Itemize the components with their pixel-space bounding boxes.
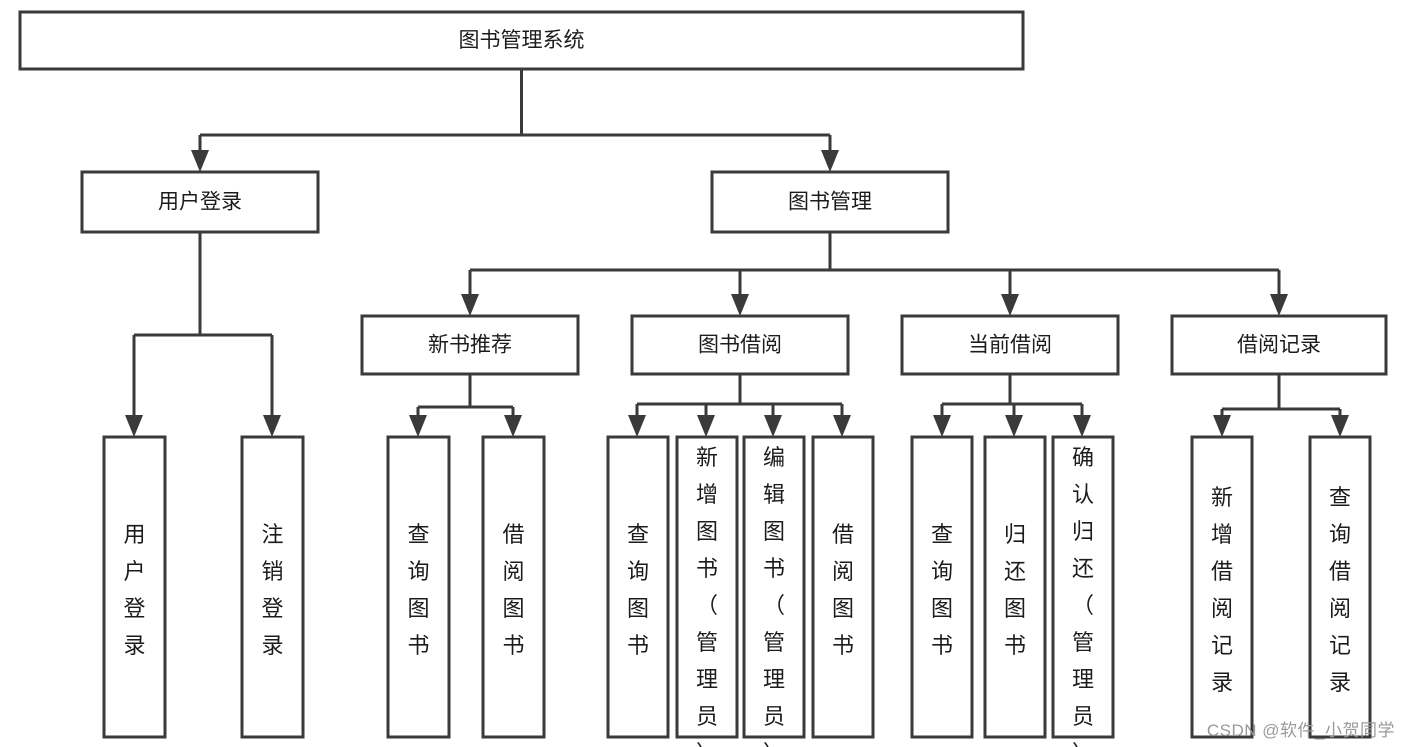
arrow-head-icon <box>1331 415 1349 437</box>
arrow-head-icon <box>504 415 522 437</box>
arrow-head-icon <box>263 415 281 437</box>
node-box <box>1308 435 1372 739</box>
node-label: 新增图书（管理员） <box>696 445 718 747</box>
node-box <box>18 10 1025 71</box>
node-box <box>983 435 1047 739</box>
node-leaf-user-login[interactable]: 用户登录 <box>102 435 167 739</box>
node-leaf-logout[interactable]: 注销登录 <box>240 435 305 739</box>
arrow-head-icon <box>1005 415 1023 437</box>
node-label: 用户登录 <box>158 191 242 214</box>
node-box <box>1051 435 1115 739</box>
node-user-login[interactable]: 用户登录 <box>80 170 320 234</box>
node-leaf-add-borrow-record[interactable]: 新增借阅记录 <box>1190 435 1254 739</box>
arrow-head-icon <box>125 415 143 437</box>
node-box <box>710 170 950 234</box>
node-label: 查询图书 <box>627 522 649 658</box>
node-label: 确认归还（管理员） <box>1072 445 1094 747</box>
node-label: 用户登录 <box>123 522 145 658</box>
node-leaf-borrow-book[interactable]: 借阅图书 <box>811 435 875 739</box>
node-new-book-recommend[interactable]: 新书推荐 <box>360 314 580 376</box>
arrow-head-icon <box>1213 415 1231 437</box>
arrow-head-icon <box>191 150 209 172</box>
node-leaf-confirm-return[interactable]: 确认归还（管理员） <box>1051 435 1115 747</box>
arrow-head-icon <box>628 415 646 437</box>
node-leaf-add-book[interactable]: 新增图书（管理员） <box>675 435 739 747</box>
node-leaf-return-book[interactable]: 归还图书 <box>983 435 1047 739</box>
node-box <box>606 435 670 739</box>
node-box <box>360 314 580 376</box>
node-box <box>481 435 546 739</box>
node-label: 注销登录 <box>261 522 283 658</box>
node-label: 新书推荐 <box>428 334 512 357</box>
node-borrow-record[interactable]: 借阅记录 <box>1170 314 1388 376</box>
node-box <box>900 314 1120 376</box>
node-label: 查询借阅记录 <box>1329 485 1351 695</box>
node-box <box>675 435 739 739</box>
node-label: 查询图书 <box>931 522 953 658</box>
arrow-head-icon <box>821 150 839 172</box>
node-label: 借阅记录 <box>1237 334 1321 357</box>
node-leaf-edit-book[interactable]: 编辑图书（管理员） <box>742 435 806 747</box>
arrow-head-icon <box>833 415 851 437</box>
node-book-borrow[interactable]: 图书借阅 <box>630 314 850 376</box>
node-box <box>386 435 451 739</box>
node-leaf-query-book-recommend[interactable]: 查询图书 <box>386 435 451 739</box>
arrow-head-icon <box>1001 294 1019 316</box>
node-label: 新增借阅记录 <box>1211 485 1233 695</box>
node-leaf-borrow-book-recommend[interactable]: 借阅图书 <box>481 435 546 739</box>
watermark-label: CSDN @软件_小贺同学 <box>1206 721 1395 740</box>
nodes-layer: 图书管理系统用户登录图书管理新书推荐图书借阅当前借阅借阅记录用户登录注销登录查询… <box>18 10 1388 747</box>
connectors-layer <box>125 69 1349 437</box>
node-label: 图书管理 <box>788 191 872 214</box>
node-box <box>80 170 320 234</box>
node-box <box>102 435 167 739</box>
node-leaf-query-borrow-record[interactable]: 查询借阅记录 <box>1308 435 1372 739</box>
node-label: 借阅图书 <box>832 522 854 658</box>
node-box <box>811 435 875 739</box>
node-label: 借阅图书 <box>502 522 524 658</box>
node-label: 归还图书 <box>1004 522 1026 658</box>
node-box <box>910 435 974 739</box>
node-box <box>1170 314 1388 376</box>
node-box <box>630 314 850 376</box>
node-box <box>240 435 305 739</box>
arrow-head-icon <box>933 415 951 437</box>
arrow-head-icon <box>764 415 782 437</box>
arrow-head-icon <box>731 294 749 316</box>
arrow-head-icon <box>409 415 427 437</box>
node-label: 当前借阅 <box>968 334 1052 357</box>
node-root[interactable]: 图书管理系统 <box>18 10 1025 71</box>
node-label: 图书借阅 <box>698 334 782 357</box>
arrow-head-icon <box>1073 415 1091 437</box>
node-label: 图书管理系统 <box>459 29 585 52</box>
node-current-borrow[interactable]: 当前借阅 <box>900 314 1120 376</box>
node-leaf-query-book-current[interactable]: 查询图书 <box>910 435 974 739</box>
node-label: 查询图书 <box>407 522 429 658</box>
arrow-head-icon <box>461 294 479 316</box>
node-box <box>1190 435 1254 739</box>
node-box <box>742 435 806 739</box>
arrow-head-icon <box>697 415 715 437</box>
node-label: 编辑图书（管理员） <box>763 445 785 747</box>
node-book-manage[interactable]: 图书管理 <box>710 170 950 234</box>
node-leaf-query-book-borrow[interactable]: 查询图书 <box>606 435 670 739</box>
arrow-head-icon <box>1270 294 1288 316</box>
